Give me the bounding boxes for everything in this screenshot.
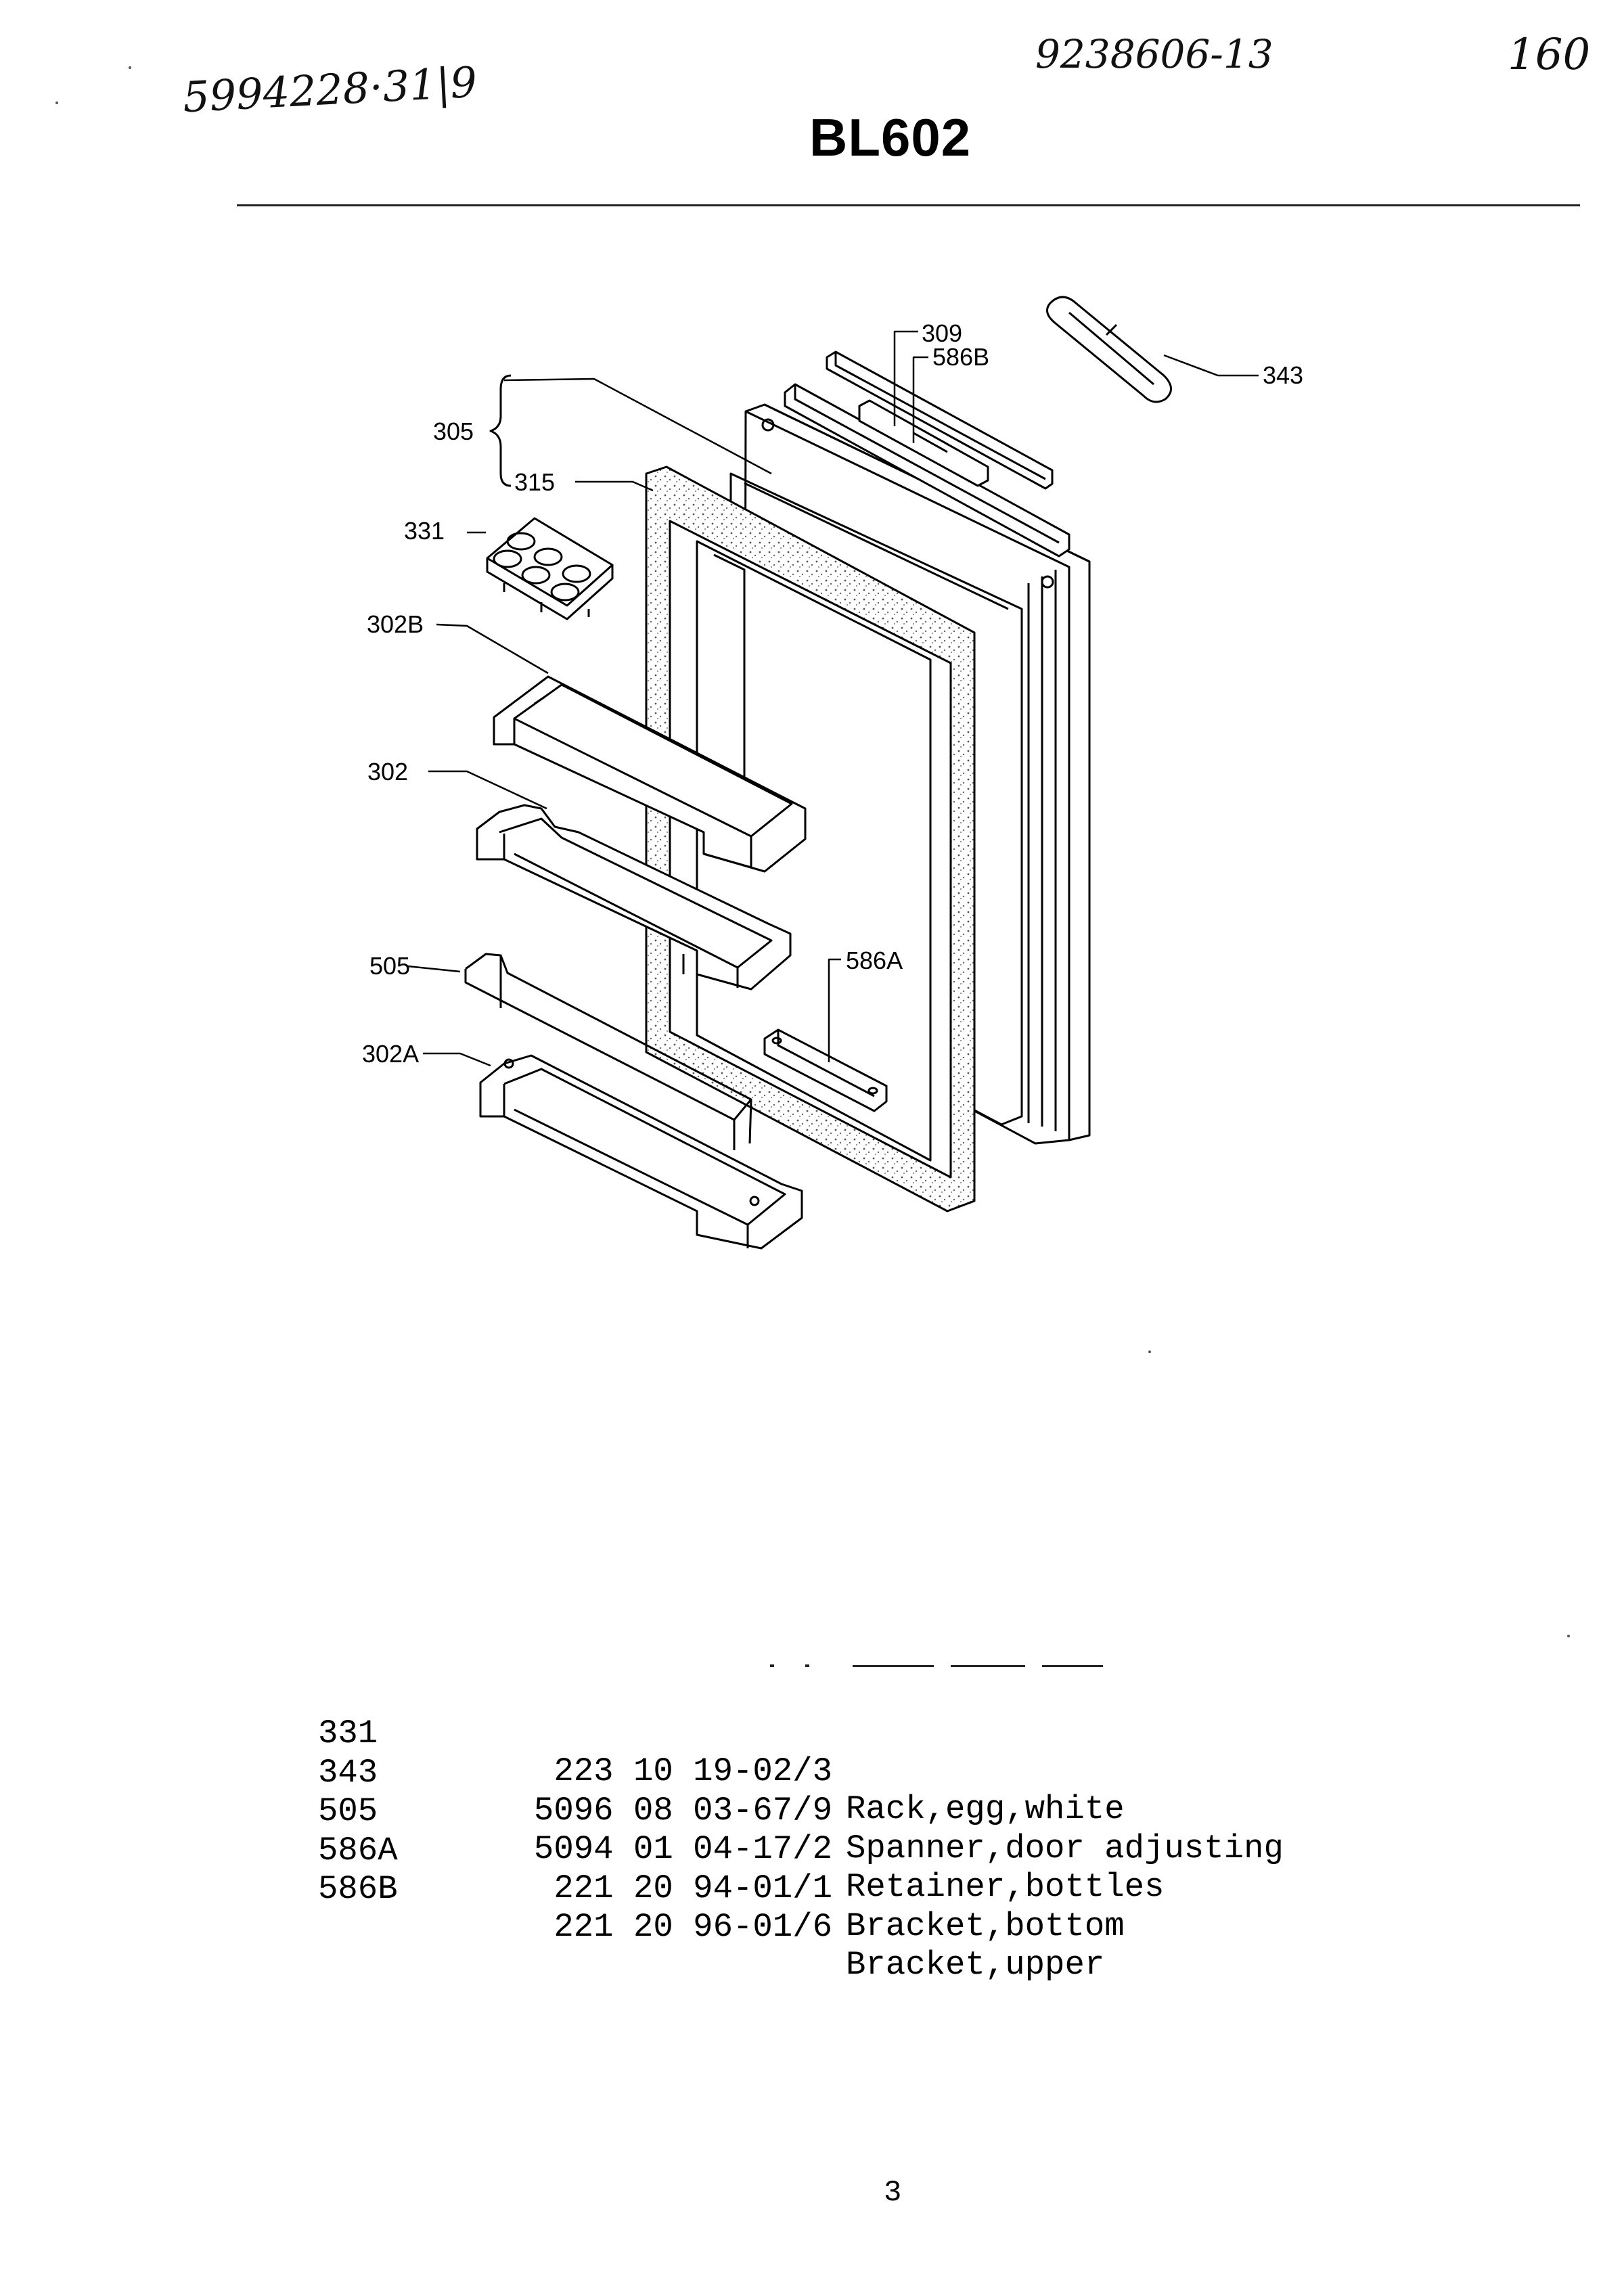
page-number: 3	[884, 2176, 902, 2210]
callout-302b: 302B	[367, 610, 424, 638]
shelf-302	[476, 804, 792, 991]
parts-row: 505 5094 01 04-17/2 Retainer,bottles	[318, 1754, 1164, 1906]
handwritten-page-ref: 160	[1508, 30, 1591, 80]
part-number: 505	[318, 1792, 378, 1830]
shelf-302b	[493, 675, 807, 873]
model-title: BL602	[809, 108, 972, 167]
part-description: Retainer,bottles	[846, 1868, 1165, 1906]
scan-speck	[55, 101, 58, 104]
parts-row: 586B 221 20 96-01/6 Bracket,upper	[318, 1832, 1104, 1984]
bottle-retainer	[464, 953, 752, 1150]
part-description: Bracket,upper	[846, 1946, 1105, 1984]
parts-row: 586A 221 20 94-01/1 Bracket,bottom	[318, 1794, 1125, 1945]
part-code: 5094 01 04-17/2	[533, 1830, 832, 1868]
callout-331: 331	[404, 517, 445, 545]
door-gasket	[645, 466, 976, 1212]
scan-speck	[1148, 1350, 1151, 1353]
scan-speck	[129, 66, 131, 69]
parts-list: 331 223 10 19-02/3 Rack,egg,white 343 50…	[318, 1677, 1284, 1984]
parts-row: 331 223 10 19-02/3 Rack,egg,white	[318, 1677, 1125, 1828]
parts-row: 343 5096 08 03-67/9 Spanner,door adjusti…	[318, 1716, 1284, 1867]
part-code: 5096 08 03-67/9	[533, 1791, 832, 1830]
callout-505: 505	[369, 952, 410, 980]
part-code: 221 20 96-01/6	[554, 1908, 832, 1946]
callout-labels: 305 315 331 302B 302 505 302A 309 586B 3…	[362, 319, 1303, 1068]
callout-586b: 586B	[932, 343, 989, 371]
part-description: Rack,egg,white	[846, 1790, 1125, 1828]
upper-bracket	[784, 383, 1070, 558]
bottom-bracket	[763, 1028, 888, 1112]
callout-302: 302	[367, 758, 408, 786]
callout-302a: 302A	[362, 1040, 419, 1068]
callout-586a: 586A	[846, 947, 903, 974]
part-number: 343	[318, 1753, 378, 1792]
callout-343: 343	[1263, 361, 1303, 389]
bracket-305	[489, 374, 512, 487]
header-divider	[237, 204, 1580, 206]
top-rail	[826, 350, 1054, 490]
scan-speck	[1567, 1635, 1570, 1637]
cropped-text-remnant	[770, 1664, 1103, 1667]
shelf-302a	[479, 1054, 803, 1250]
part-number: 331	[318, 1715, 378, 1752]
part-code: 223 10 19-02/3	[554, 1752, 832, 1790]
callout-315: 315	[514, 468, 555, 496]
handwritten-reference-center: 9238606-13	[1035, 31, 1273, 77]
part-description: Bracket,bottom	[846, 1907, 1125, 1945]
egg-rack	[486, 517, 614, 620]
callout-309: 309	[922, 319, 962, 347]
part-number: 586A	[318, 1831, 398, 1869]
door-spanner	[1046, 296, 1172, 403]
part-code: 221 20 94-01/1	[554, 1869, 832, 1907]
callout-305: 305	[433, 417, 474, 445]
part-number: 586B	[318, 1870, 398, 1908]
part-description: Spanner,door adjusting	[846, 1829, 1284, 1867]
leader-lines	[407, 330, 1259, 1067]
